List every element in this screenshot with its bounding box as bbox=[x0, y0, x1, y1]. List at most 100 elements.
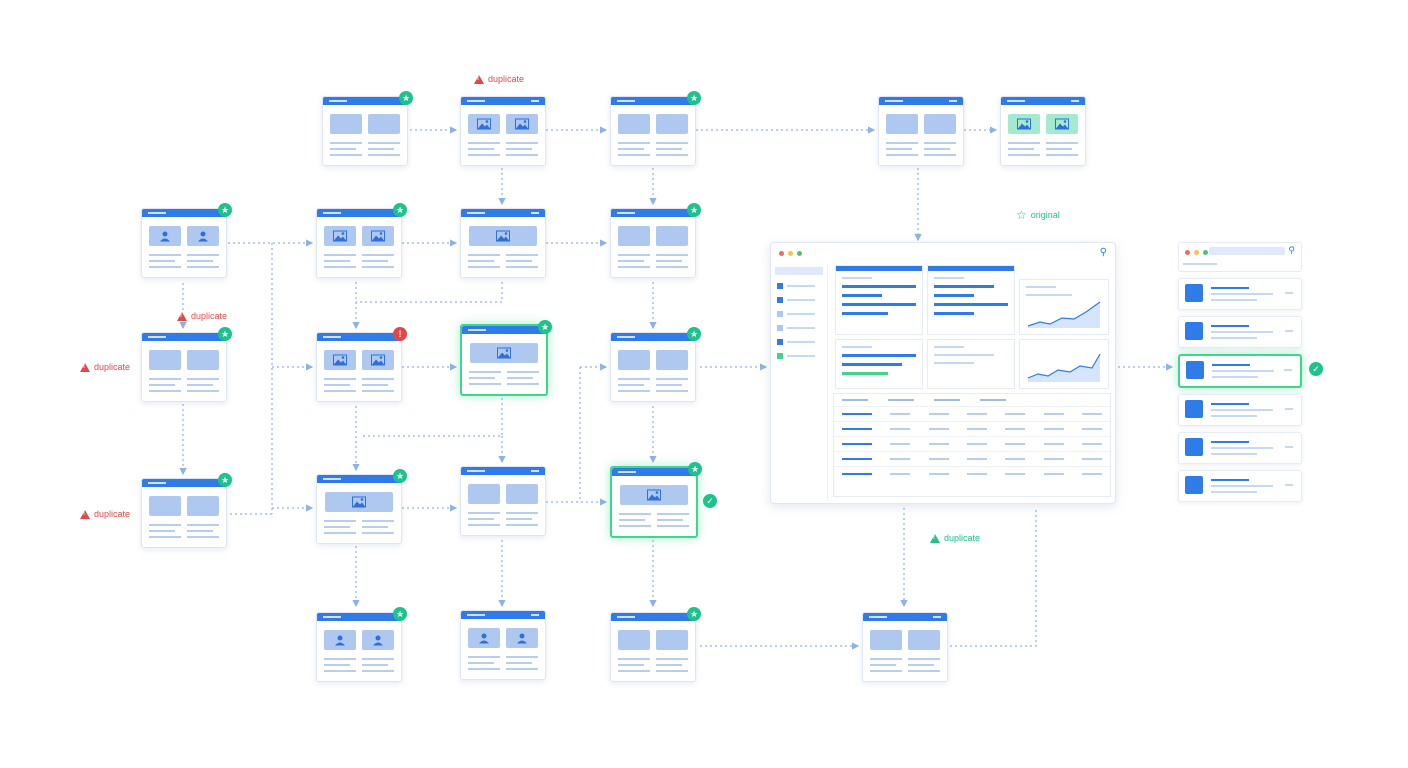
image-placeholder-icon bbox=[362, 630, 394, 650]
page-card[interactable]: ★ bbox=[141, 473, 232, 548]
thumbnail bbox=[368, 114, 400, 134]
star-outline-icon: ☆ bbox=[1016, 208, 1027, 222]
thumbnail bbox=[908, 630, 940, 650]
page-card[interactable]: ★ bbox=[141, 327, 232, 402]
card-header bbox=[611, 333, 695, 341]
sidebar-item[interactable] bbox=[777, 325, 821, 331]
page-card[interactable] bbox=[460, 466, 546, 536]
line-chart-panel bbox=[1019, 339, 1109, 389]
warning-triangle-icon bbox=[80, 509, 90, 519]
page-card[interactable]: ★ bbox=[610, 91, 701, 166]
image-placeholder-icon bbox=[620, 485, 688, 505]
duplicate-label: duplicate bbox=[930, 533, 980, 543]
page-card[interactable]: ★ bbox=[316, 469, 407, 544]
star-badge-icon: ★ bbox=[218, 203, 232, 217]
table-row[interactable] bbox=[834, 451, 1110, 466]
star-badge-icon: ★ bbox=[687, 327, 701, 341]
star-badge-icon: ★ bbox=[399, 91, 413, 105]
page-card[interactable]: ★ bbox=[141, 203, 232, 278]
list-item-thumbnail bbox=[1185, 438, 1203, 456]
image-placeholder-icon bbox=[149, 226, 181, 246]
page-card[interactable] bbox=[460, 96, 546, 166]
sidebar-item[interactable] bbox=[777, 311, 821, 317]
list-item[interactable] bbox=[1178, 278, 1302, 310]
card-header bbox=[461, 611, 545, 619]
page-card[interactable] bbox=[878, 96, 964, 166]
image-placeholder-icon bbox=[468, 628, 500, 648]
list-item-thumbnail bbox=[1185, 284, 1203, 302]
table-row[interactable] bbox=[834, 436, 1110, 451]
sidebar-item[interactable] bbox=[777, 353, 821, 359]
card-header bbox=[323, 97, 407, 105]
sidebar-item[interactable] bbox=[777, 339, 821, 345]
card-header bbox=[317, 333, 401, 341]
page-card[interactable]: ★ bbox=[316, 203, 407, 278]
dashboard-window: ⚲ bbox=[770, 242, 1116, 504]
image-placeholder-icon bbox=[362, 350, 394, 370]
duplicate-label: duplicate bbox=[474, 74, 524, 84]
star-badge-icon: ★ bbox=[538, 320, 552, 334]
dashboard-sidebar bbox=[771, 265, 828, 501]
window-controls[interactable] bbox=[779, 251, 802, 256]
list-item-thumbnail bbox=[1185, 322, 1203, 340]
image-placeholder-icon bbox=[468, 114, 500, 134]
list-item-thumbnail bbox=[1185, 476, 1203, 494]
card-header bbox=[461, 467, 545, 475]
image-placeholder-icon bbox=[1008, 114, 1040, 134]
page-card[interactable]: ★ bbox=[610, 327, 701, 402]
list-item[interactable] bbox=[1178, 470, 1302, 502]
thumbnail bbox=[187, 496, 219, 516]
page-card[interactable] bbox=[1000, 96, 1086, 166]
page-card[interactable]: ★ bbox=[460, 320, 552, 396]
search-icon[interactable]: ⚲ bbox=[1099, 247, 1107, 258]
thumbnail bbox=[506, 484, 538, 504]
card-header bbox=[317, 475, 401, 483]
duplicate-text: duplicate bbox=[944, 533, 981, 543]
list-item[interactable] bbox=[1178, 316, 1302, 348]
page-card[interactable]: ★ bbox=[316, 607, 407, 682]
list-item[interactable] bbox=[1178, 354, 1302, 388]
table-row[interactable] bbox=[834, 466, 1110, 481]
card-header bbox=[462, 326, 546, 334]
list-item-thumbnail bbox=[1185, 400, 1203, 418]
table-row[interactable] bbox=[834, 406, 1110, 421]
thumbnail bbox=[618, 350, 650, 370]
thumbnail bbox=[618, 226, 650, 246]
page-card[interactable]: ★ bbox=[322, 91, 413, 166]
search-icon[interactable]: ⚲ bbox=[1288, 245, 1295, 255]
search-input[interactable] bbox=[1209, 247, 1285, 255]
duplicate-text: duplicate bbox=[94, 362, 131, 372]
page-card[interactable]: ★ bbox=[610, 607, 701, 682]
list-item-thumbnail bbox=[1186, 361, 1204, 379]
duplicate-text: duplicate bbox=[488, 74, 525, 84]
page-card[interactable] bbox=[862, 612, 948, 682]
sidebar-item[interactable] bbox=[777, 297, 821, 303]
page-card[interactable]: ★ bbox=[610, 203, 701, 278]
card-header bbox=[142, 209, 226, 217]
thumbnail bbox=[656, 226, 688, 246]
page-card[interactable] bbox=[460, 208, 546, 278]
card-header bbox=[1001, 97, 1085, 105]
thumbnail bbox=[618, 630, 650, 650]
thumbnail bbox=[886, 114, 918, 134]
list-item[interactable] bbox=[1178, 394, 1302, 426]
card-header bbox=[611, 209, 695, 217]
star-badge-icon: ★ bbox=[687, 607, 701, 621]
check-icon: ✓ bbox=[703, 494, 717, 508]
thumbnail bbox=[468, 484, 500, 504]
thumbnail bbox=[870, 630, 902, 650]
list-item[interactable] bbox=[1178, 432, 1302, 464]
thumbnail bbox=[618, 114, 650, 134]
original-label: ☆original bbox=[1016, 208, 1060, 222]
table-row[interactable] bbox=[834, 421, 1110, 436]
page-card[interactable] bbox=[460, 610, 546, 680]
page-card[interactable]: ★ bbox=[610, 462, 702, 538]
thumbnail bbox=[656, 114, 688, 134]
warning-triangle-icon bbox=[177, 311, 187, 321]
card-header bbox=[142, 479, 226, 487]
sidebar-item[interactable] bbox=[777, 283, 821, 289]
trend-sparkline bbox=[1027, 353, 1101, 382]
page-card[interactable]: ! bbox=[316, 327, 407, 402]
